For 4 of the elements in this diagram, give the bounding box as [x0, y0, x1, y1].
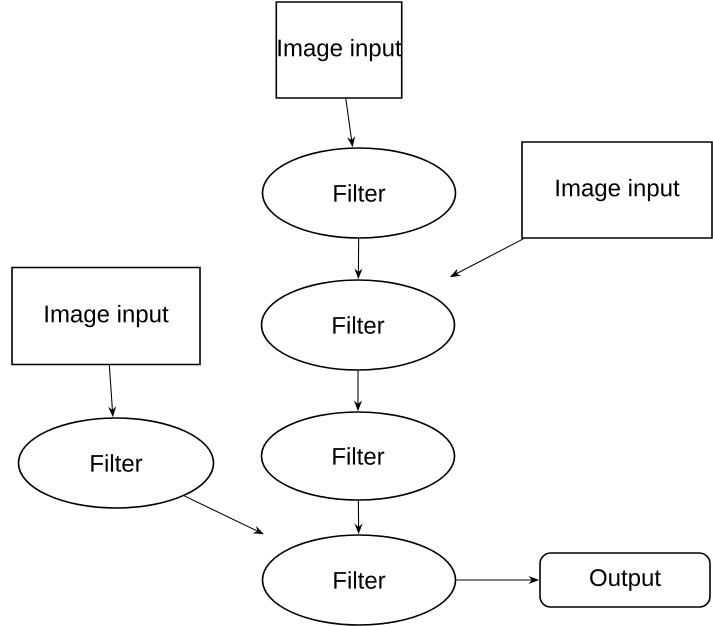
process-box: Image input: [11, 266, 201, 366]
process-box: Image input: [521, 141, 713, 239]
output-box: Output: [539, 552, 711, 608]
process-box: Image input: [276, 1, 403, 99]
